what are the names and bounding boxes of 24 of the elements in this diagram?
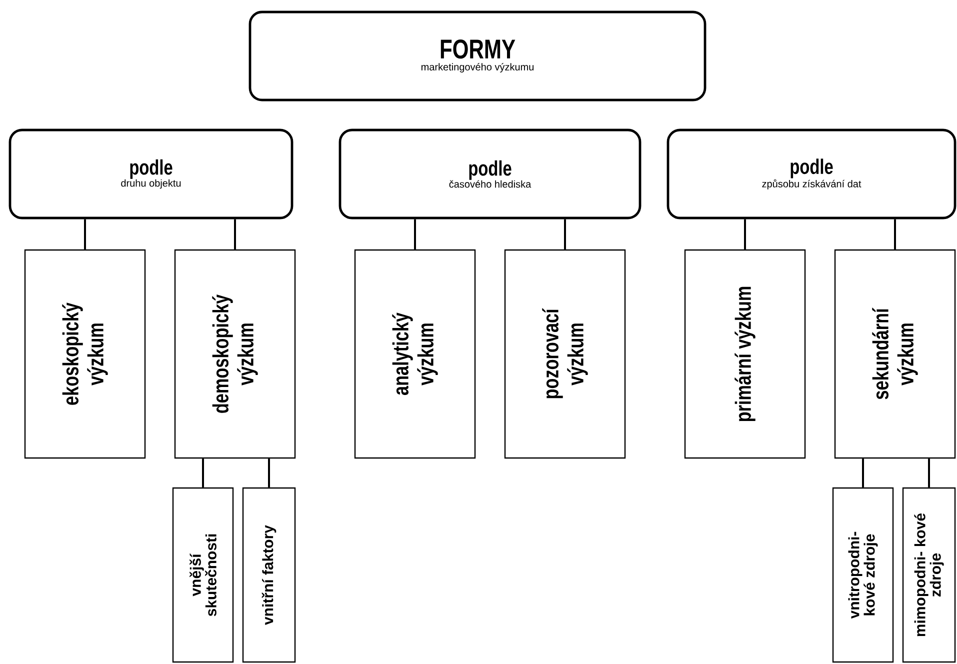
connector-line: [268, 458, 270, 488]
connector-line: [564, 219, 566, 250]
connector-line: [414, 219, 416, 250]
research-type-box: pozorovací výzkum: [504, 249, 626, 459]
source-box: mimopodni- kové zdroje: [902, 487, 956, 663]
connector-line: [202, 458, 204, 488]
research-type-box: ekoskopický výzkum: [24, 249, 146, 459]
research-type-box: analytický výzkum: [354, 249, 476, 459]
category-box: podle způsobu získávání dat: [666, 128, 956, 220]
research-type-box: primární výzkum: [684, 249, 806, 459]
connector-line: [894, 219, 896, 250]
source-box: vnitropodni- kové zdroje: [832, 487, 894, 663]
category-box: podle druhu objektu: [8, 128, 294, 220]
title-box: FORMY marketingového výzkumu: [248, 10, 706, 102]
source-box: vnější skutečnosti: [172, 487, 234, 663]
research-type-box: demoskopický výzkum: [174, 249, 296, 459]
source-box: vnitřní faktory: [242, 487, 296, 663]
category-box: podle časového hlediska: [338, 128, 642, 220]
connector-line: [744, 219, 746, 250]
connector-line: [84, 219, 86, 250]
connector-line: [234, 219, 236, 250]
connector-line: [862, 458, 864, 488]
connector-line: [928, 458, 930, 488]
research-type-box: sekundární výzkum: [834, 249, 956, 459]
